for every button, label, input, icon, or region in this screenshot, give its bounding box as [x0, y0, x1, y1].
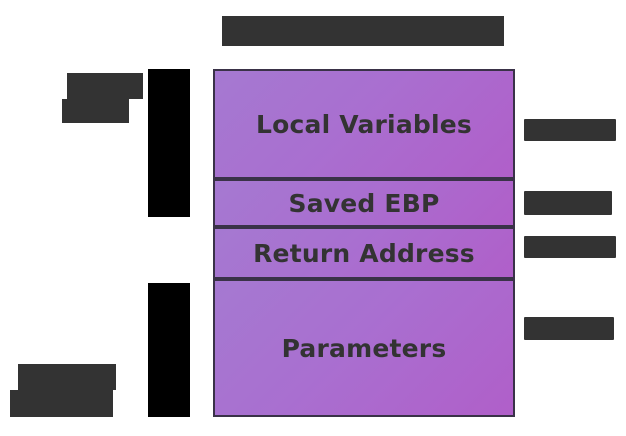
callout-redaction-parameters [524, 317, 614, 340]
upper-direction-arrow-redaction [148, 69, 190, 217]
stack-segment-saved-ebp: Saved EBP [213, 179, 515, 227]
callout-redaction-saved-ebp [524, 191, 612, 215]
stack-frame: Local Variables Saved EBP Return Address… [213, 69, 515, 417]
stack-growth-redaction-1 [67, 73, 143, 99]
lower-addresses-redaction-1 [18, 364, 116, 390]
stack-segment-return-address: Return Address [213, 227, 515, 279]
stack-segment-parameters: Parameters [213, 279, 515, 417]
lower-direction-arrow-redaction [148, 283, 190, 417]
stack-segment-local-variables: Local Variables [213, 69, 515, 179]
callout-redaction-return-address [524, 236, 616, 258]
stack-growth-redaction-2 [62, 99, 129, 123]
callout-redaction-local-variables [524, 119, 616, 141]
lower-addresses-redaction-2 [10, 390, 113, 417]
title-redaction-overlay [222, 16, 504, 46]
